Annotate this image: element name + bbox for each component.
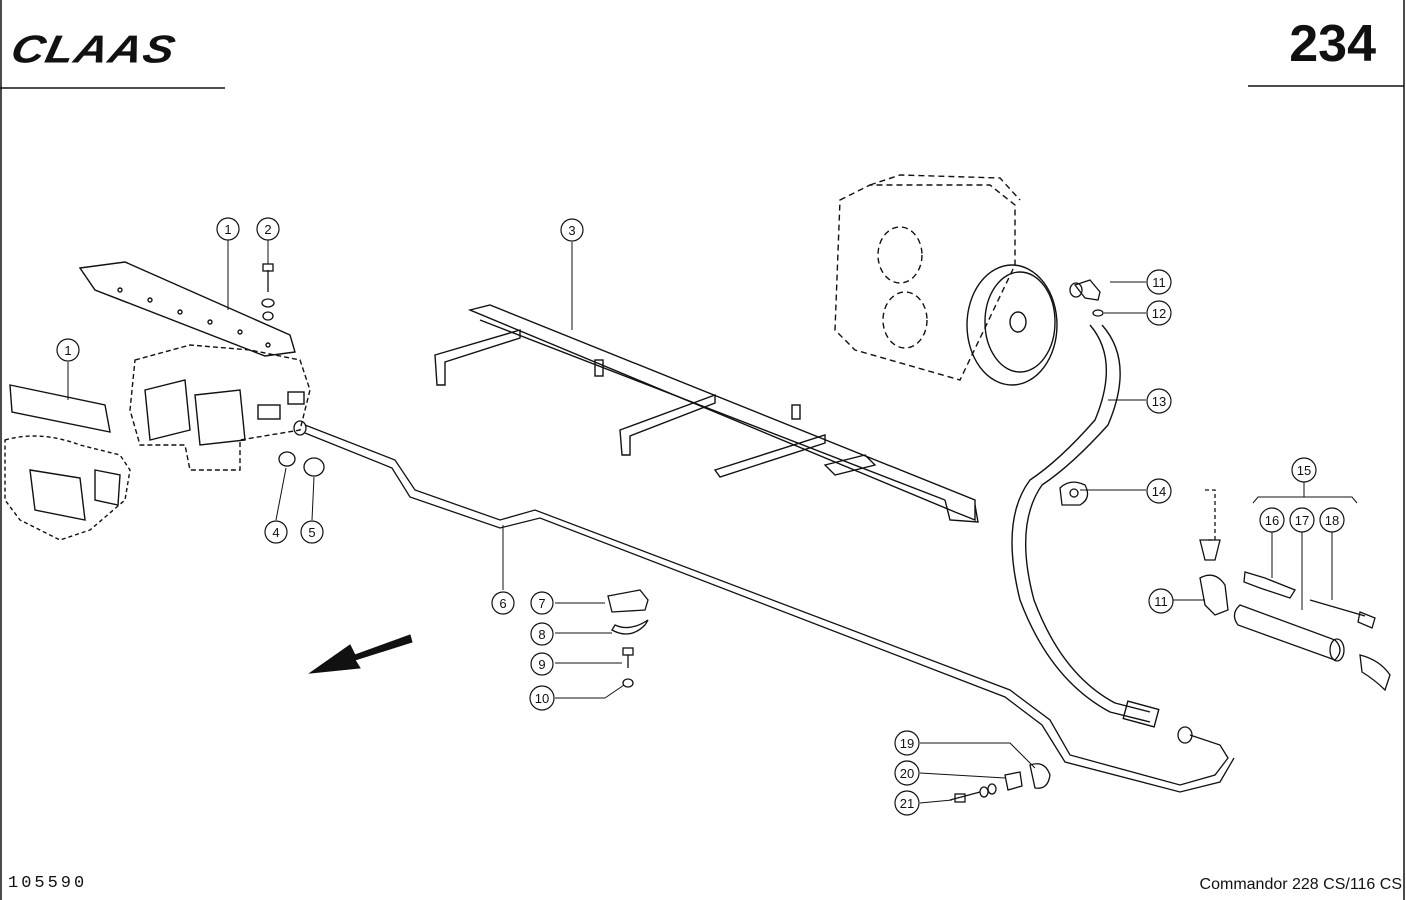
callout-19: 19 — [894, 730, 920, 756]
callout-2: 2 — [256, 217, 280, 241]
callout-16: 16 — [1259, 507, 1285, 533]
direction-arrow — [308, 634, 413, 674]
callout-6: 6 — [491, 591, 515, 615]
svg-text:16: 16 — [1265, 513, 1279, 528]
callout-13: 13 — [1146, 388, 1172, 414]
callout-9: 9 — [530, 652, 554, 676]
pump-housing — [834, 174, 1021, 381]
callout-10: 10 — [529, 685, 555, 711]
svg-text:13: 13 — [1152, 394, 1166, 409]
pulley — [966, 264, 1058, 386]
model-label: Commandor 228 CS/116 CS — [1199, 876, 1402, 893]
svg-text:19: 19 — [900, 736, 914, 751]
fittings-4-5 — [278, 451, 325, 477]
callout-3: 3 — [560, 218, 584, 242]
callout-11a: 11 — [1146, 269, 1172, 295]
plate-part-1 — [78, 261, 296, 357]
svg-text:11: 11 — [1154, 594, 1168, 609]
callout-20: 20 — [894, 760, 920, 786]
svg-text:12: 12 — [1152, 306, 1166, 321]
svg-text:11: 11 — [1152, 275, 1166, 290]
svg-text:7: 7 — [538, 596, 545, 611]
callout-11b: 11 — [1148, 588, 1174, 614]
adapter-parts-15-18 — [1199, 489, 1391, 692]
clip-parts-7-10 — [607, 589, 649, 688]
callout-12: 12 — [1146, 300, 1172, 326]
clamp-parts-19-21 — [949, 763, 1051, 803]
callout-17: 17 — [1289, 507, 1315, 533]
callout-18: 18 — [1319, 507, 1345, 533]
elbow-part-11 — [1069, 279, 1104, 317]
svg-text:4: 4 — [272, 525, 279, 540]
callout-15: 15 — [1291, 457, 1317, 483]
svg-text:18: 18 — [1325, 513, 1339, 528]
svg-text:1: 1 — [224, 222, 231, 237]
valve-block-center — [129, 344, 311, 471]
callout-21: 21 — [894, 790, 920, 816]
callouts: 1 1 2 3 4 5 6 7 8 9 10 11 12 13 14 15 16… — [56, 217, 1345, 816]
svg-text:10: 10 — [535, 691, 549, 706]
svg-text:17: 17 — [1295, 513, 1309, 528]
leader-lines — [67, 240, 1358, 804]
svg-text:3: 3 — [568, 223, 575, 238]
svg-text:6: 6 — [499, 596, 506, 611]
svg-text:9: 9 — [538, 657, 545, 672]
svg-text:20: 20 — [900, 766, 914, 781]
svg-text:5: 5 — [308, 525, 315, 540]
svg-text:8: 8 — [538, 627, 545, 642]
frame-bar-part-3 — [434, 304, 979, 523]
document-number: 105590 — [8, 874, 88, 893]
svg-text:21: 21 — [900, 796, 914, 811]
callout-7: 7 — [530, 591, 554, 615]
hose-part-13 — [1011, 324, 1160, 728]
svg-text:14: 14 — [1152, 484, 1166, 499]
clamp-part-14 — [1059, 481, 1089, 506]
svg-text:15: 15 — [1297, 463, 1311, 478]
bolt-part-2 — [261, 263, 275, 321]
callout-1a: 1 — [216, 217, 240, 241]
callout-5: 5 — [300, 520, 324, 544]
callout-4: 4 — [264, 520, 288, 544]
callout-8: 8 — [530, 622, 554, 646]
valve-block-left — [4, 384, 131, 541]
callout-1b: 1 — [56, 338, 80, 362]
svg-text:2: 2 — [264, 222, 271, 237]
pipe-part-6 — [293, 420, 1235, 793]
svg-text:1: 1 — [64, 343, 71, 358]
page-number: 234 — [1289, 15, 1376, 73]
callout-14: 14 — [1146, 478, 1172, 504]
